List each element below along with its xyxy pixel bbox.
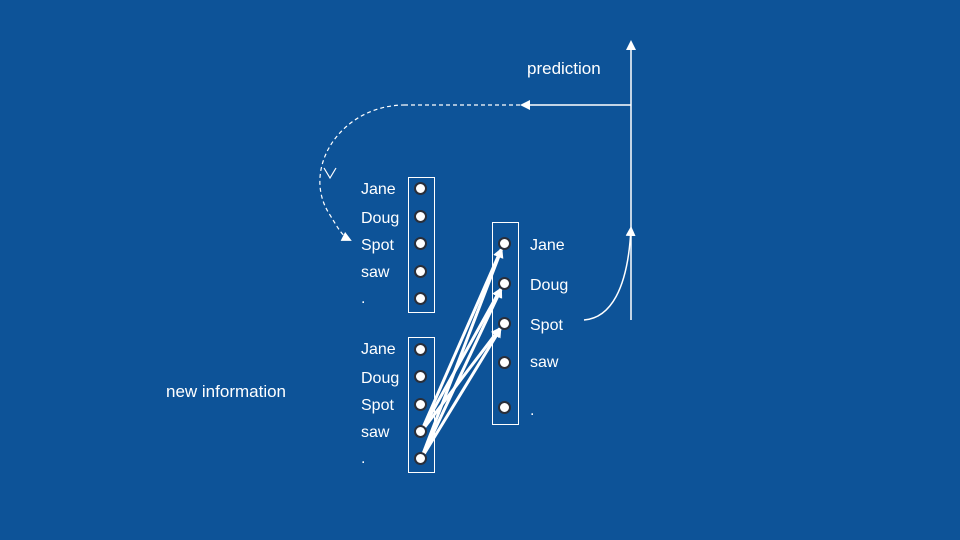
new-information-caption: new information xyxy=(166,382,287,401)
input-node xyxy=(414,370,427,383)
output-layer-box xyxy=(492,222,519,425)
output-node xyxy=(498,237,511,250)
context-node xyxy=(414,292,427,305)
output-label-jane: Jane xyxy=(530,237,565,254)
input-layer-box xyxy=(408,337,435,473)
context-node xyxy=(414,237,427,250)
output-node xyxy=(498,356,511,369)
output-label-period: . xyxy=(530,402,535,419)
input-label-saw: saw xyxy=(361,424,390,441)
input-label-spot: Spot xyxy=(361,397,394,414)
context-label-saw: saw xyxy=(361,264,390,281)
output-label-doug: Doug xyxy=(530,277,569,294)
context-node xyxy=(414,182,427,195)
output-label-spot: Spot xyxy=(530,317,563,334)
output-node xyxy=(498,317,511,330)
input-node xyxy=(414,452,427,465)
feedback-dashed-curve xyxy=(319,104,406,241)
input-node xyxy=(414,343,427,356)
output-node xyxy=(498,277,511,290)
prediction-caption: prediction xyxy=(527,59,601,78)
context-node xyxy=(414,210,427,223)
context-label-period: . xyxy=(361,290,366,307)
feedback-curve-tick xyxy=(323,167,337,180)
context-layer-box xyxy=(408,177,435,313)
input-label-jane: Jane xyxy=(361,341,396,358)
context-label-jane: Jane xyxy=(361,181,396,198)
context-node xyxy=(414,265,427,278)
input-label-period: . xyxy=(361,450,366,467)
input-label-doug: Doug xyxy=(361,370,400,387)
output-label-saw: saw xyxy=(530,354,559,371)
context-label-spot: Spot xyxy=(361,237,394,254)
input-node xyxy=(414,425,427,438)
context-label-doug: Doug xyxy=(361,210,400,227)
output-node xyxy=(498,401,511,414)
input-node xyxy=(414,398,427,411)
output-to-prediction-curve xyxy=(583,226,636,321)
